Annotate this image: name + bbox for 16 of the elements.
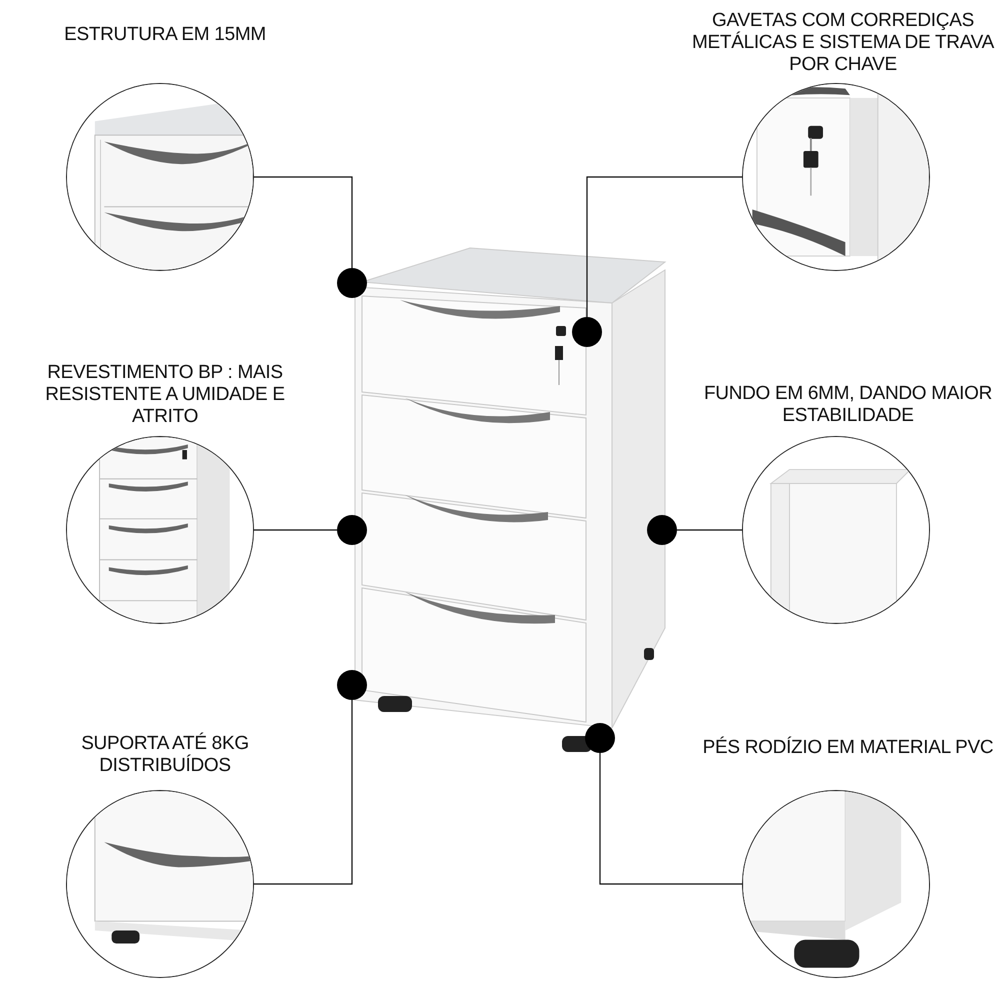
feature-heading: PÉS RODÍZIO EM MATERIAL PVC [702, 737, 994, 759]
leader-line [254, 176, 353, 268]
feature-heading: REVESTIMENTO BP : MAIS RESISTENTE A UMIDADE E ATRITO [44, 362, 286, 428]
feature-heading: GAVETAS COM CORREDIÇAS METÁLICAS E SISTEMA DE TRAVA POR CHAVE [690, 10, 996, 76]
marker-dot [337, 268, 367, 298]
leader-line [254, 529, 337, 531]
leader-line [599, 753, 742, 885]
feature-heading: ESTRUTURA EM 15MM [63, 24, 267, 46]
leader-line [586, 176, 742, 317]
marker-dot [585, 723, 615, 753]
marker-dot [337, 670, 367, 700]
leader-line [254, 700, 353, 885]
feature-heading: FUNDO EM 6MM, DANDO MAIOR ESTABILIDADE [702, 383, 994, 427]
marker-dot [337, 515, 367, 545]
leader-line [677, 529, 742, 531]
feature-heading: SUPORTA ATÉ 8KG DISTRIBUÍDOS [80, 733, 250, 777]
